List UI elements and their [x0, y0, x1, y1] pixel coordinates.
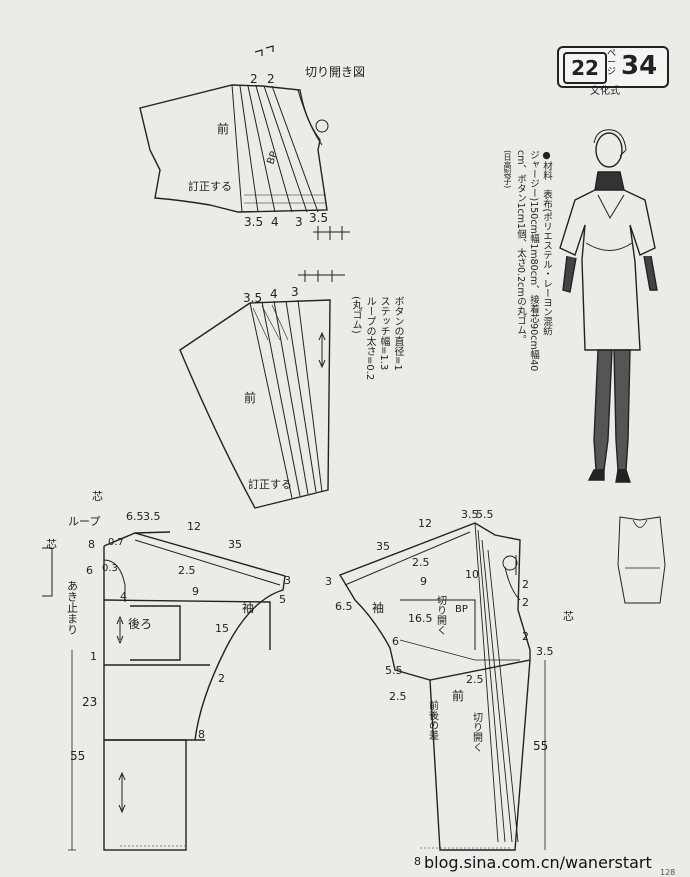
front-m25c: 2.5 — [466, 673, 484, 686]
back-fold-side: 芯 — [46, 537, 57, 551]
diagram1-title: 切り開き図 — [305, 65, 365, 79]
back-m8b: 8 — [198, 728, 205, 741]
materials-line-2: ジャージー)150cm幅1m80cm、接着芯90cm幅40 — [528, 150, 539, 372]
front-bp: BP — [455, 604, 468, 615]
front-m35c: 3.5 — [536, 645, 554, 658]
back-m35a: 3.5 — [143, 510, 161, 523]
page-ref-number: 22 — [563, 52, 607, 84]
button-note-line-4: (丸ゴム) — [350, 296, 361, 334]
front-m2b: 2 — [522, 596, 529, 609]
flat-sketch — [617, 516, 666, 604]
back-m07: 0.7 — [108, 537, 124, 548]
diagram1-bottom-mark-2: 4 — [271, 215, 279, 229]
diagram1-bottom-mark-1: 3.5 — [244, 215, 263, 229]
back-m03: 0.3 — [102, 563, 118, 574]
back-m35b: 35 — [228, 538, 242, 551]
diagram1-correct-label: 訂正する — [188, 179, 232, 193]
front-open2: 切り開く — [471, 712, 483, 752]
back-loop-label: ループ — [68, 515, 100, 528]
front-m55c: 55 — [533, 739, 548, 753]
back-m9: 9 — [192, 585, 199, 598]
diagram2-correct-label: 訂正する — [248, 477, 292, 491]
back-m25: 2.5 — [178, 564, 196, 577]
front-m10: 10 — [465, 568, 479, 581]
back-sleeve-label: 袖 — [242, 600, 254, 615]
back-m1: 1 — [90, 650, 97, 663]
front-sleeve-label: 袖 — [372, 600, 384, 615]
front-m35a: 3.5 — [461, 508, 479, 521]
back-m65: 6.5 — [126, 510, 144, 523]
front-m25b: 2.5 — [389, 690, 407, 703]
back-m4: 4 — [120, 590, 127, 603]
back-m5: 5 — [279, 593, 286, 606]
diagram1-bottom-mark-3: 3 — [295, 215, 303, 229]
diagram2-front-label: 前 — [244, 390, 256, 405]
diagram2-top-mark-2: 4 — [270, 287, 278, 301]
front-m2a: 2 — [522, 578, 529, 591]
button-loop-note: ボタンの直径=1 ステッチ幅=1.3 ループの太さ=0.2 (丸ゴム) — [348, 296, 404, 416]
front-m3: 3 — [325, 575, 332, 588]
fashion-illustration — [559, 129, 658, 483]
watermark: blog.sina.com.cn/wanerstart — [424, 853, 652, 872]
back-m3: 3 — [284, 574, 291, 587]
back-m6: 6 — [86, 564, 93, 577]
front-m35b: 35 — [376, 540, 390, 553]
back-fold-top: 芯 — [92, 489, 103, 503]
front-diff: 前後の差 — [427, 699, 439, 740]
front-m12: 12 — [418, 517, 432, 530]
diagram1-bottom-mark-4: 3.5 — [309, 211, 328, 225]
button-note-line-3: ループの太さ=0.2 — [364, 296, 375, 381]
page-reference-badge: 22 ページ 34 — [557, 46, 669, 88]
page-ref-unit: ページ — [607, 49, 617, 77]
front-m55a: 5.5 — [476, 508, 494, 521]
back-opening-end: あき止まり — [66, 580, 79, 635]
back-m8: 8 — [88, 538, 95, 551]
diagram2-top-mark-3: 3 — [291, 285, 299, 299]
front-m65: 6.5 — [335, 600, 353, 613]
front-fold: 芯 — [563, 609, 574, 623]
back-pattern-draft — [42, 531, 286, 851]
materials-line-3: cm、ボタン1cm1個、太さ0.2cmの丸ゴム。 — [515, 150, 526, 345]
front-open1: 切り開く — [435, 595, 447, 635]
button-note-line-2: ステッチ幅=1.3 — [378, 296, 389, 371]
back-label: 後ろ — [128, 617, 152, 631]
front-m6: 6 — [392, 635, 399, 648]
slash-spread-diagram-middle — [179, 270, 345, 509]
diagram1-front-label: 前 — [217, 121, 229, 136]
diagram1-bp-label: BP — [265, 150, 280, 166]
front-label: 前 — [452, 688, 464, 703]
front-m8: 8 — [414, 855, 421, 868]
back-m15: 15 — [215, 622, 229, 635]
diagram1-top-mark-2: 2 — [267, 72, 275, 86]
method-label: 文化式 — [590, 86, 620, 97]
back-m12: 12 — [187, 520, 201, 533]
page-number: 128 — [660, 868, 676, 877]
button-note-line-1: ボタンの直径=1 — [392, 296, 403, 371]
pattern-number: 34 — [621, 51, 658, 81]
materials-line-1: ●材料 表布(ポリエステル・レーヨン混紡 — [541, 150, 552, 336]
slash-spread-diagram-top — [139, 45, 350, 240]
materials-credit: (日高製子) — [503, 150, 512, 189]
front-m165: 16.5 — [408, 612, 433, 625]
back-m23: 23 — [82, 695, 97, 709]
back-m2: 2 — [218, 672, 225, 685]
diagram1-top-mark-1: 2 — [250, 72, 258, 86]
front-m9: 9 — [420, 575, 427, 588]
front-m55b: 5.5 — [385, 664, 403, 677]
diagram2-top-mark-1: 3.5 — [243, 291, 262, 305]
front-m25a: 2.5 — [412, 556, 430, 569]
front-pattern-draft — [338, 522, 546, 851]
back-m55: 55 — [70, 749, 85, 763]
materials-note: ●材料 表布(ポリエステル・レーヨン混紡 ジャージー)150cm幅1m80cm、… — [473, 150, 553, 375]
front-m2c: 2 — [522, 630, 529, 643]
